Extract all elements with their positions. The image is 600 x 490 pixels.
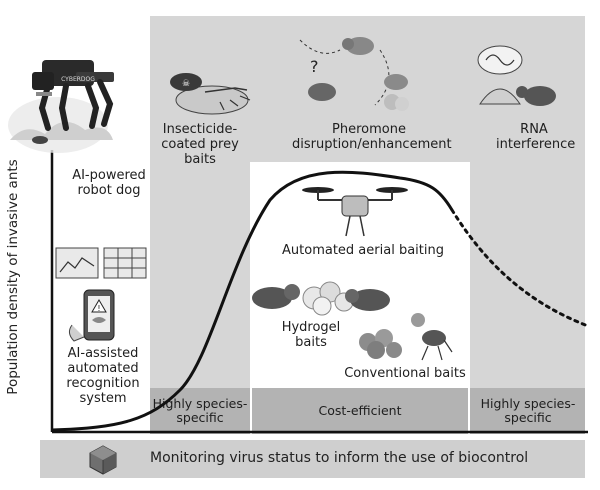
label-hydrogel: Hydrogel baits bbox=[281, 320, 341, 350]
drone-illustration bbox=[302, 187, 408, 237]
svg-text:!: ! bbox=[97, 304, 100, 313]
population-curve-projected bbox=[450, 208, 590, 328]
band-left-label: Highly species-specific bbox=[152, 396, 248, 425]
label-pheromone: Pheromone disruption/enhancement bbox=[292, 122, 452, 152]
recognition-illustration: ! bbox=[55, 247, 147, 342]
label-aerial: Automated aerial baiting bbox=[282, 243, 444, 258]
label-insecticide: Insecticide-coated prey baits bbox=[161, 122, 239, 167]
band-right-label: Highly species-specific bbox=[480, 396, 576, 425]
label-robot-dog: AI-powered robot dog bbox=[72, 168, 146, 198]
rna-illustration bbox=[477, 45, 556, 106]
label-rna: RNA interference bbox=[496, 122, 576, 152]
svg-text:☠: ☠ bbox=[182, 79, 190, 89]
population-curve-solid bbox=[51, 170, 454, 432]
hydrogel-illustration bbox=[252, 281, 390, 316]
label-recognition: AI-assisted automated recognition system bbox=[66, 346, 140, 406]
robot-brand-text: CYBERDOG bbox=[61, 76, 95, 83]
footer-bar bbox=[40, 440, 585, 478]
footer-caption: Monitoring virus status to inform the us… bbox=[150, 450, 529, 466]
band-middle bbox=[252, 388, 468, 434]
conventional-bait-illustration bbox=[359, 313, 453, 361]
band-left bbox=[150, 388, 250, 434]
band-middle-label: Cost-efficient bbox=[318, 403, 402, 418]
band-right bbox=[470, 388, 585, 434]
insecticide-illustration: ☠ bbox=[170, 73, 251, 115]
svg-text:?: ? bbox=[310, 57, 319, 76]
pheromone-illustration: ? bbox=[299, 37, 409, 111]
label-conventional: Conventional baits bbox=[344, 366, 466, 381]
robot-dog-illustration bbox=[8, 60, 114, 153]
right-panel-background bbox=[470, 162, 585, 388]
virus-icon bbox=[89, 445, 117, 475]
